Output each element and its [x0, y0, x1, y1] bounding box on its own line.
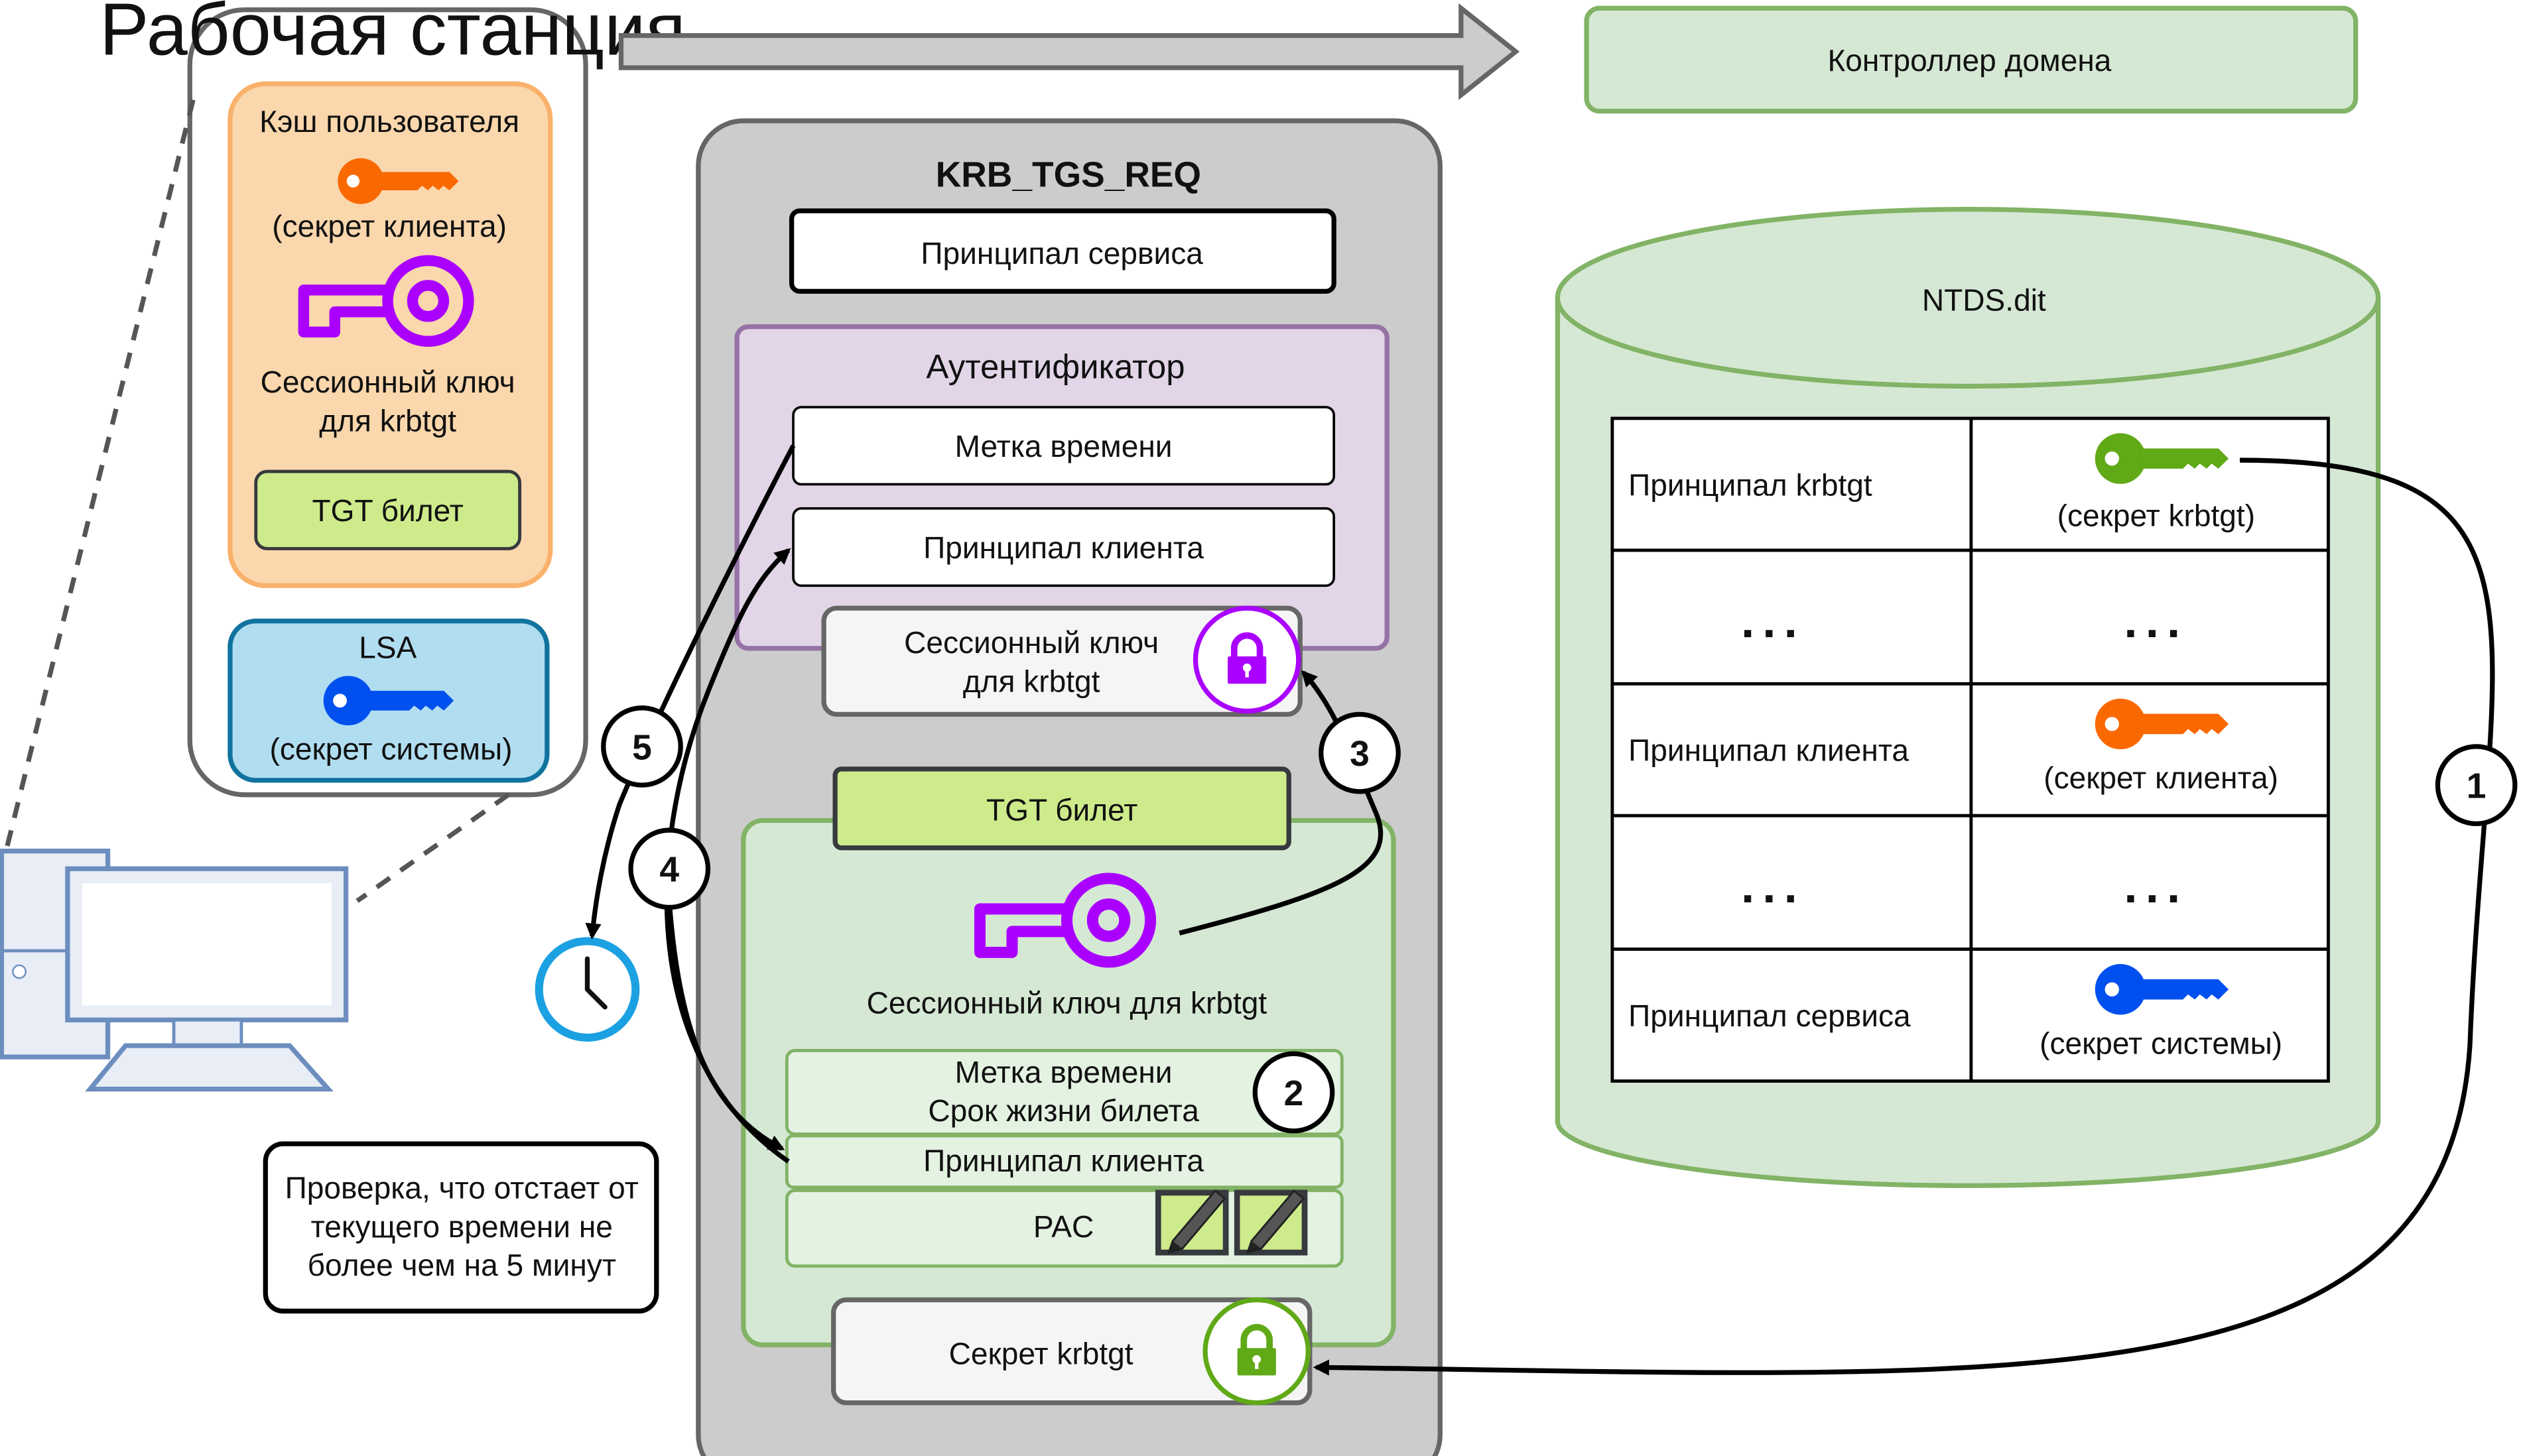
client-secret-label: (секрет клиента) — [272, 209, 507, 243]
clock-icon — [535, 937, 640, 1042]
step-3-badge: 3 — [1319, 711, 1401, 794]
session-key-lock-box: Сессионный ключ для krbtgt — [821, 605, 1303, 717]
user-cache-title: Кэш пользователя — [259, 104, 519, 139]
ntds-row-principal-krbtgt: Принципал krbtgt — [1628, 467, 1872, 502]
ntds-row-secret-client: (секрет клиента) — [2043, 760, 2278, 795]
ntds-row-ellipsis-1a: ... — [1741, 594, 1805, 648]
tgt-timestamp-line-1: Метка времени — [955, 1055, 1173, 1089]
ntds-row-secret-service: (секрет системы) — [2039, 1026, 2282, 1060]
session-key-label-1: Сессионный ключ — [261, 365, 515, 399]
service-principal-label: Принципал сервиса — [921, 236, 1203, 271]
authenticator-box: Аутентификатор Метка времени Принципал к… — [734, 324, 1390, 651]
lsa-box: LSA (секрет системы) — [227, 619, 550, 783]
pac-signature-2-icon — [1237, 1191, 1305, 1252]
step-4-label: 4 — [659, 851, 679, 890]
step-1-label: 1 — [2467, 767, 2487, 806]
session-key-lock-label-1: Сессионный ключ — [904, 625, 1159, 660]
lsa-title: LSA — [359, 630, 417, 664]
tgt-ticket-cache-label: TGT билет — [312, 493, 464, 528]
authenticator-title: Аутентификатор — [926, 347, 1185, 385]
tgt-client-principal-label: Принципал клиента — [923, 1143, 1204, 1178]
request-tgt-header — [832, 766, 1291, 851]
step-5-badge: 5 — [601, 705, 683, 788]
computer-icon — [0, 848, 349, 1092]
system-secret-label: (секрет системы) — [270, 731, 513, 766]
step-2-badge: 2 — [1252, 1051, 1335, 1134]
step-4-badge: 4 — [628, 827, 711, 910]
ntds-row-principal-client: Принципал клиента — [1628, 733, 1909, 768]
time-check-line-1: Проверка, что отстает от — [285, 1171, 639, 1205]
domain-controller-label: Контроллер домена — [1827, 43, 2111, 78]
ntds-table: Принципал krbtgt (секрет krbtgt) ... ...… — [1610, 416, 2330, 1083]
ntds-row-ellipsis-1b: ... — [2124, 594, 2188, 648]
ntds-row-ellipsis-3b: ... — [2124, 859, 2188, 913]
session-key-lock-label-2: для krbtgt — [963, 664, 1100, 698]
request-tgt-ticket: TGT билет Сессионный ключ для krbtgt Мет… — [741, 766, 1396, 1348]
step-1-badge: 1 — [2435, 744, 2518, 826]
workstation-title: Рабочая станция — [99, 0, 686, 71]
krbtgt-secret-label: Секрет krbtgt — [949, 1336, 1133, 1370]
service-principal-box: Принципал сервиса — [789, 208, 1336, 294]
tgt-session-key-label: Сессионный ключ для krbtgt — [867, 986, 1267, 1020]
pac-signature-1-icon — [1158, 1191, 1226, 1252]
user-cache-box: Кэш пользователя (секрет клиента) Сессио… — [227, 81, 553, 588]
arrow-step-3 — [1179, 670, 1384, 936]
ntds-row-ellipsis-3a: ... — [1741, 859, 1805, 913]
arrow-step-1 — [1313, 457, 2495, 1376]
time-check-line-3: более чем на 5 минут — [308, 1248, 616, 1282]
ntds-row-secret-krbtgt: (секрет krbtgt) — [2057, 499, 2255, 533]
step-5-label: 5 — [632, 728, 652, 767]
auth-timestamp-label: Метка времени — [955, 429, 1173, 463]
session-key-label-2: для krbtgt — [319, 403, 456, 438]
request-tgt-title: TGT билет — [986, 792, 1137, 827]
step-badges: 1 2 3 4 5 — [601, 705, 2518, 1134]
auth-client-principal-box — [792, 507, 1335, 587]
ntds-title: NTDS.dit — [1922, 282, 2046, 317]
domain-controller-box: Контроллер домена — [1584, 5, 2359, 114]
krb-tgs-req-title: KRB_TGS_REQ — [936, 156, 1201, 195]
arrow-step-4-lower — [665, 877, 785, 1151]
request-direction-arrow — [618, 3, 1520, 100]
step-3-label: 3 — [1350, 735, 1370, 774]
krbtgt-secret-box: Секрет krbtgt — [831, 1297, 1313, 1406]
tgt-pac-label: PAC — [1033, 1209, 1094, 1244]
time-check-line-2: текущего времени не — [311, 1209, 613, 1244]
zoom-lines — [1, 99, 510, 903]
step-2-label: 2 — [1284, 1074, 1304, 1113]
tgt-timestamp-line-2: Срок жизни билета — [928, 1093, 1199, 1128]
time-check-note: Проверка, что отстает от текущего времен… — [263, 1141, 659, 1314]
connectors — [585, 444, 2495, 1376]
auth-client-principal-label: Принципал клиента — [923, 530, 1204, 565]
tgt-ticket-cache — [254, 469, 522, 550]
ntds-row-principal-service: Принципал сервиса — [1628, 999, 1911, 1033]
